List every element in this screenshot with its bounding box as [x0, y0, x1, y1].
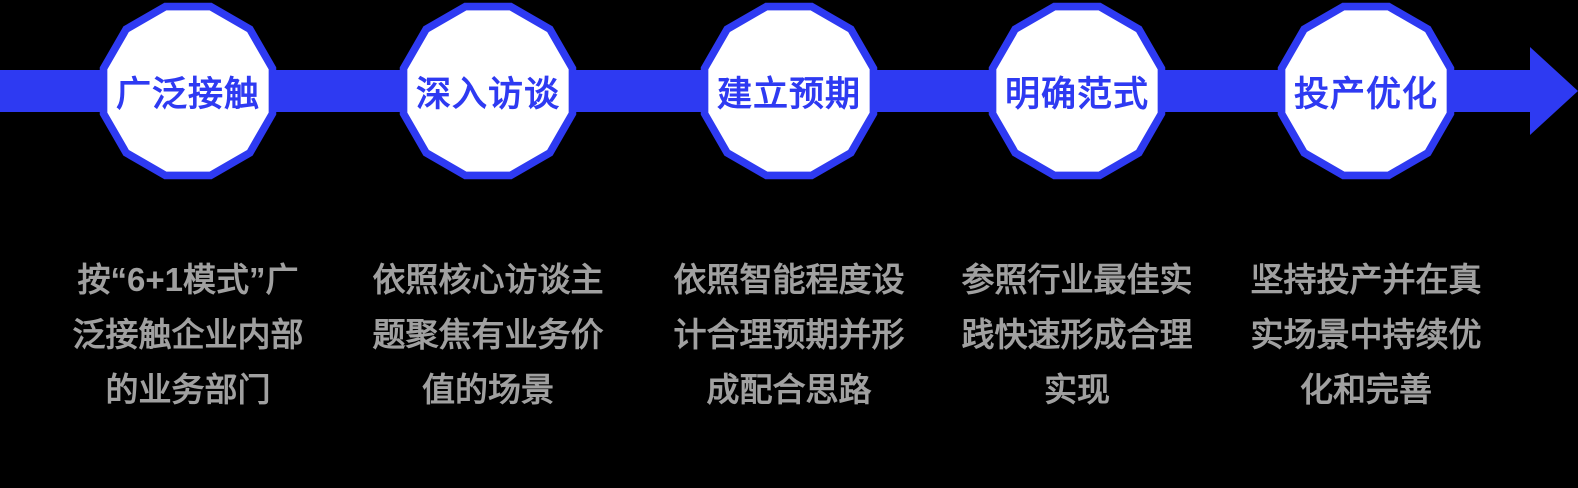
step-label: 建立预期 [716, 74, 861, 114]
step-description: 参照行业最佳实 践快速形成合理 实现 [927, 252, 1227, 417]
desc-line: 值的场景 [422, 371, 554, 408]
desc-line: 计合理预期并形 [673, 316, 905, 353]
dodecagon-icon [1277, 2, 1455, 180]
step-badge-2: 深入访谈 [393, 0, 583, 186]
desc-line: 依照智能程度设 [673, 261, 905, 298]
step-label: 投产优化 [1293, 74, 1438, 114]
process-step-2: 深入访谈 依照核心访谈主 题聚焦有业务价 值的场景 [338, 0, 638, 488]
desc-line: 实场景中持续优 [1250, 316, 1482, 353]
step-badge-3: 建立预期 [694, 0, 884, 186]
desc-line: 实现 [1044, 371, 1110, 408]
step-description: 依照智能程度设 计合理预期并形 成配合思路 [639, 252, 939, 417]
step-badge-1: 广泛接触 [93, 0, 283, 186]
dodecagon-icon [988, 2, 1166, 180]
step-description: 坚持投产并在真 实场景中持续优 化和完善 [1216, 252, 1516, 417]
desc-line: 坚持投产并在真 [1250, 261, 1482, 298]
desc-line: 践快速形成合理 [961, 316, 1193, 353]
step-badge-4: 明确范式 [982, 0, 1172, 186]
desc-line: 依照核心访谈主 [372, 261, 604, 298]
arrow-head-icon [1530, 47, 1578, 135]
desc-line: 按“6+1模式”广 [77, 261, 299, 298]
desc-line: 参照行业最佳实 [961, 261, 1193, 298]
dodecagon-icon [99, 2, 277, 180]
step-badge-5: 投产优化 [1271, 0, 1461, 186]
process-step-1: 广泛接触 按“6+1模式”广 泛接触企业内部 的业务部门 [38, 0, 338, 488]
desc-line: 题聚焦有业务价 [372, 316, 604, 353]
step-description: 依照核心访谈主 题聚焦有业务价 值的场景 [338, 252, 638, 417]
desc-line: 的业务部门 [105, 371, 271, 408]
dodecagon-icon [700, 2, 878, 180]
process-step-3: 建立预期 依照智能程度设 计合理预期并形 成配合思路 [639, 0, 939, 488]
step-label: 广泛接触 [115, 74, 260, 114]
desc-line: 化和完善 [1300, 371, 1432, 408]
dodecagon-icon [399, 2, 577, 180]
process-step-4: 明确范式 参照行业最佳实 践快速形成合理 实现 [927, 0, 1227, 488]
step-label: 明确范式 [1004, 74, 1149, 114]
step-label: 深入访谈 [415, 74, 560, 114]
desc-line: 泛接触企业内部 [72, 316, 304, 353]
desc-line: 成配合思路 [706, 371, 872, 408]
step-description: 按“6+1模式”广 泛接触企业内部 的业务部门 [38, 252, 338, 417]
process-step-5: 投产优化 坚持投产并在真 实场景中持续优 化和完善 [1216, 0, 1516, 488]
